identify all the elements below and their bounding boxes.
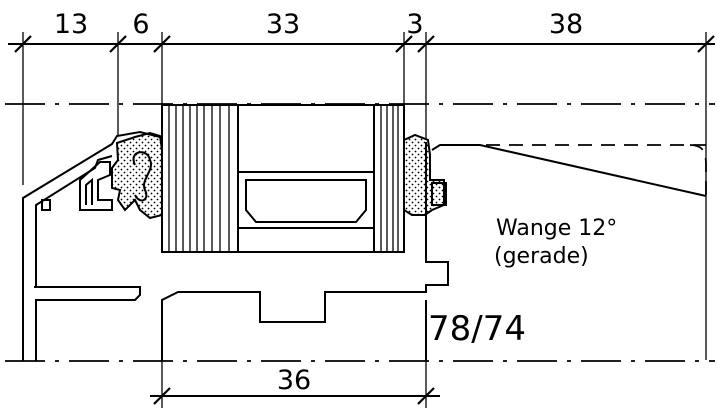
right-pane-hatch (373, 105, 399, 252)
dimension-value: 36 (277, 365, 311, 396)
dimension-tick (395, 35, 413, 53)
cheek-sublabel: (gerade) (494, 244, 589, 269)
frame-profile (22, 130, 161, 361)
dimension-value: 33 (266, 9, 300, 40)
dimension-tick (153, 35, 171, 53)
glazing-unit (161, 104, 405, 253)
left-seal (111, 131, 163, 220)
dimension-tick (14, 35, 32, 53)
dimension-tick (153, 387, 171, 405)
right-seal (403, 133, 445, 216)
left-pane-hatch (168, 105, 239, 252)
dimension-value: 3 (406, 9, 423, 40)
cheek-label: Wange 12° (496, 216, 617, 241)
left-seal-groove (132, 151, 153, 202)
frame-inner-web (35, 155, 113, 287)
top-dimension-chain: 13 6 33 3 38 (8, 9, 715, 360)
sash-outline (161, 142, 449, 361)
frame-lip (85, 177, 93, 205)
spacer-profile (245, 179, 367, 223)
right-seal-tab (431, 182, 447, 206)
sash-profile (161, 142, 707, 361)
spacer-frame (237, 171, 375, 229)
dimension-value: 38 (549, 9, 583, 40)
size-label: 78/74 (428, 309, 526, 349)
dimension-value: 13 (54, 9, 88, 40)
frame-outline (22, 130, 161, 361)
frame-nose (79, 161, 113, 211)
dimension-tick (109, 35, 127, 53)
cheek-outline (431, 144, 707, 197)
cheek-corner-dashed (689, 144, 707, 196)
dimension-tick (417, 387, 435, 405)
dimension-value: 6 (132, 9, 149, 40)
glass-outline (161, 104, 405, 253)
bottom-dimension: 36 (150, 361, 440, 408)
dimension-tick (417, 35, 435, 53)
dimension-tick (697, 35, 715, 53)
